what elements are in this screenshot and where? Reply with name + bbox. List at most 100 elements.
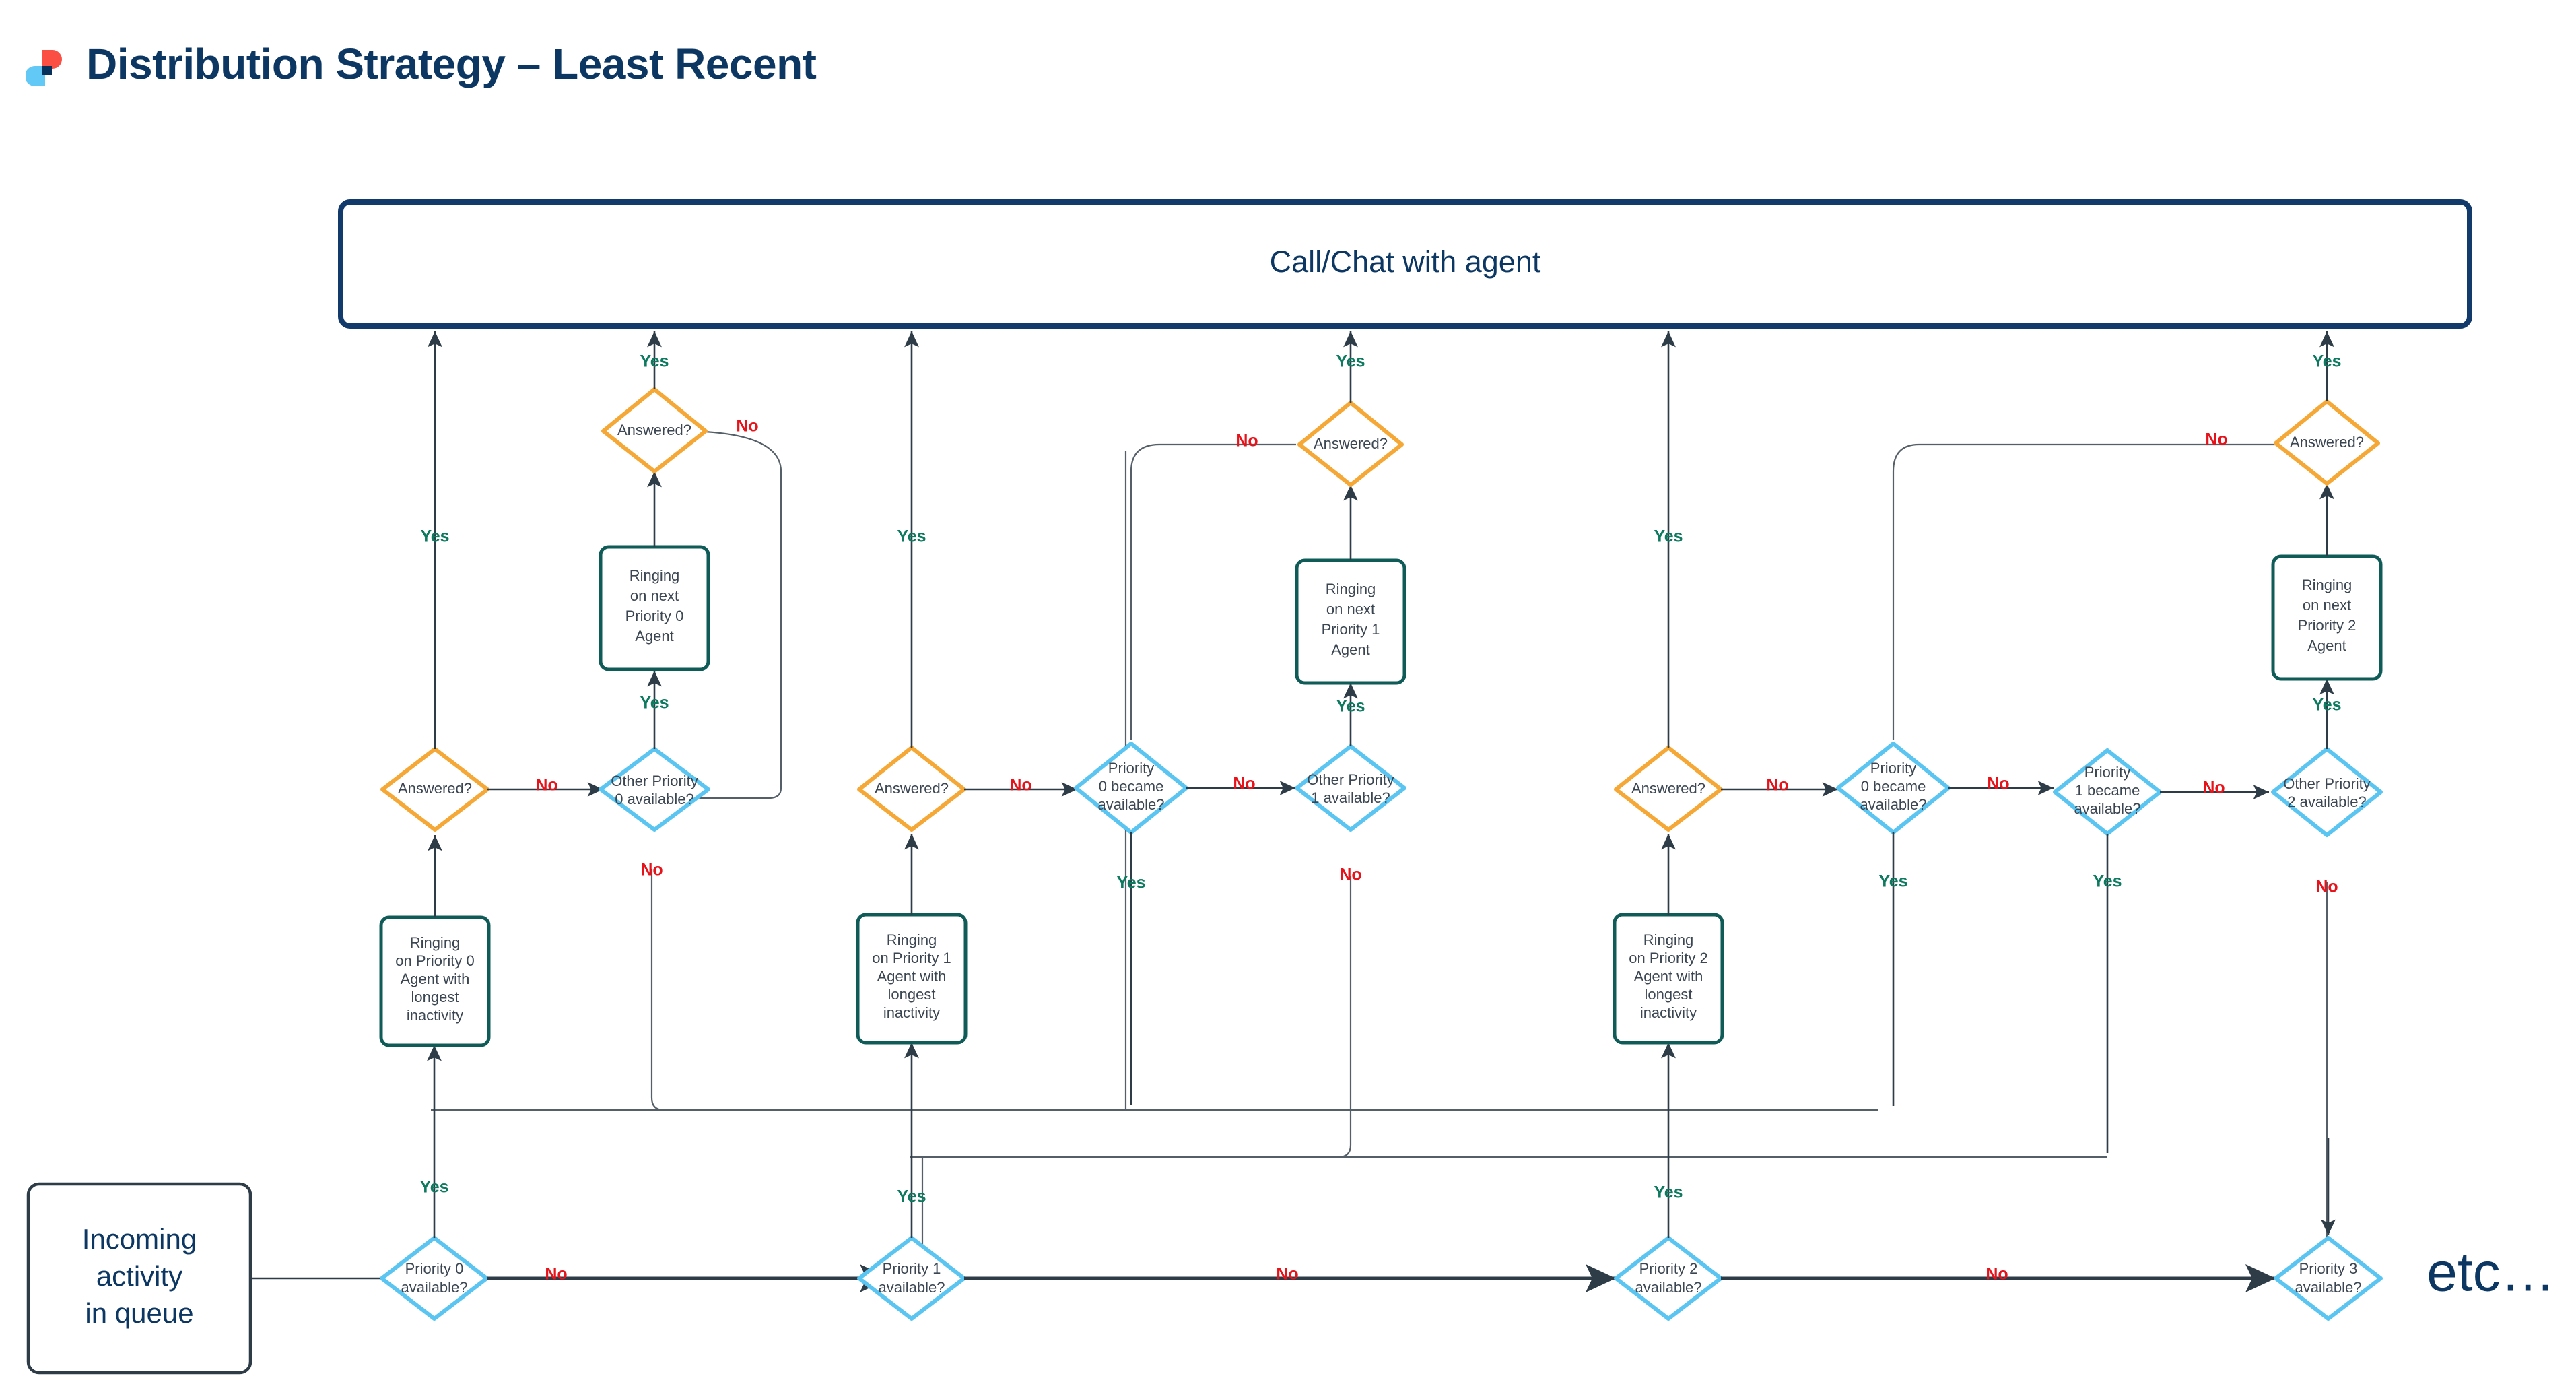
edge-label-yes: Yes (419, 1178, 448, 1197)
node-line: inactivity (883, 1004, 940, 1021)
edge-label-yes: Yes (1336, 352, 1365, 371)
edge-label-no: No (2202, 779, 2225, 797)
group-priority-2: Priority 2 available? No Yes Ringing on … (1613, 331, 2383, 1321)
edge-label-no: No (2315, 878, 2338, 896)
edge-label-no: No (1766, 776, 1788, 795)
node-line: Priority 2 (2298, 617, 2357, 634)
node-line: Answered? (1631, 780, 1705, 797)
node-ringing-next-p1: Ringing on next Priority 1 Agent (1295, 558, 1406, 685)
node-line: Ringing (410, 934, 461, 951)
node-line: 0 available? (615, 791, 693, 808)
node-line: inactivity (407, 1007, 463, 1024)
node-line: Ringing (2302, 577, 2352, 593)
node-ringing-next-p0: Ringing on next Priority 0 Agent (599, 545, 710, 671)
page-title: Distribution Strategy – Least Recent (86, 40, 817, 88)
banner-label: Call/Chat with agent (1270, 244, 1541, 279)
node-line: on Priority 1 (872, 950, 951, 966)
edge-label-no: No (535, 776, 557, 795)
node-line: Answered? (617, 422, 691, 438)
queue-line-1: Incoming (82, 1223, 197, 1255)
node-line: inactivity (1640, 1004, 1697, 1021)
node-line: Ringing (1643, 931, 1694, 948)
node-line: Priority 0 (405, 1260, 464, 1277)
queue-line-3: in queue (85, 1297, 193, 1329)
edge-label-yes: Yes (1336, 697, 1365, 716)
node-line: Priority 0 (625, 607, 684, 624)
node-priority1-became-available-r: Priority 1 became available? (2053, 748, 2162, 836)
edge-label-yes: Yes (2312, 696, 2341, 715)
edge-label-no: No (1233, 775, 1255, 793)
node-line: available? (1635, 1279, 1701, 1296)
edge-label-yes: Yes (1654, 527, 1683, 546)
node-line: Priority (1108, 760, 1154, 777)
edge-label-yes: Yes (1116, 874, 1145, 892)
edge-label-yes: Yes (1654, 1183, 1683, 1202)
edge-label-yes: Yes (640, 694, 669, 713)
node-line: available? (1860, 796, 1926, 813)
node-line: on next (630, 587, 679, 604)
node-line: Priority 3 (2299, 1260, 2358, 1277)
node-line: Ringing (630, 567, 680, 584)
node-line: Agent with (1634, 968, 1703, 985)
edge-label-no: No (736, 417, 758, 436)
edge-label-yes: Yes (897, 527, 926, 546)
node-answered-g0-lower: Answered? (380, 747, 489, 832)
edge-label-no: No (1987, 775, 2009, 793)
edge-label-no: No (1276, 1265, 1298, 1284)
routing-connectors (431, 430, 2328, 1273)
edge-label-yes: Yes (420, 527, 449, 546)
node-line: Ringing (1326, 581, 1376, 597)
node-line: available? (1097, 796, 1164, 813)
node-answered-g2-lower: Answered? (1614, 746, 1723, 832)
node-line: Agent (2307, 637, 2346, 654)
node-line: Other Priority (1307, 771, 1394, 788)
node-line: Priority 1 (1322, 621, 1380, 638)
node-line: Priority (2084, 764, 2130, 781)
node-line: 2 available? (2287, 793, 2366, 810)
edge-label-no: No (1235, 432, 1258, 451)
edge-label-yes: Yes (2312, 352, 2341, 371)
call-chat-banner: Call/Chat with agent (338, 199, 2472, 329)
node-answered-g0-upper: Answered? (601, 387, 708, 473)
group-priority-1: Priority 1 available? No Yes Ringing on … (856, 331, 1616, 1321)
page-header: Distribution Strategy – Least Recent (0, 0, 2576, 128)
node-line: Priority (1870, 760, 1916, 777)
node-line: on next (1326, 601, 1375, 618)
node-priority2-available: Priority 2 available? (1614, 1236, 1723, 1321)
node-line: Other Priority (611, 773, 698, 789)
incoming-queue-box: Incoming activity in queue (26, 1182, 412, 1375)
node-line: available? (2074, 800, 2140, 817)
node-line: on Priority 0 (395, 952, 474, 969)
etc-label: etc… (2427, 1242, 2555, 1303)
edge-label-yes: Yes (897, 1187, 926, 1206)
node-line: longest (411, 989, 459, 1006)
node-other-priority0-available: Other Priority 0 available? (599, 747, 710, 832)
node-line: Answered? (398, 780, 472, 797)
node-priority0-became-available-m: Priority 0 became available? (1074, 742, 1188, 834)
edge-label-no: No (545, 1265, 567, 1284)
node-ringing-p2-longest: Ringing on Priority 2 Agent with longest… (1613, 913, 1724, 1045)
node-line: Other Priority (2283, 775, 2371, 792)
node-line: Answered? (2290, 434, 2364, 451)
node-priority1-available: Priority 1 available? (857, 1236, 966, 1321)
edge-label-no: No (1009, 776, 1031, 795)
node-line: longest (888, 986, 936, 1003)
queue-line-2: activity (96, 1260, 182, 1292)
node-line: 0 became (1861, 778, 1926, 795)
node-line: available? (878, 1279, 945, 1296)
edge-label-no: No (1986, 1265, 2008, 1284)
edge-label-no: No (640, 861, 663, 880)
node-line: Agent (635, 628, 674, 645)
node-line: available? (2295, 1279, 2361, 1296)
node-line: Priority 1 (883, 1260, 941, 1277)
node-line: available? (401, 1279, 467, 1296)
edge-label-yes: Yes (640, 352, 669, 371)
node-line: Ringing (887, 931, 937, 948)
node-line: Answered? (875, 780, 949, 797)
node-other-priority2-available: Other Priority 2 available? (2271, 747, 2383, 837)
node-line: 1 became (2075, 782, 2140, 799)
node-line: Agent (1331, 641, 1370, 658)
node-answered-g2-upper: Answered? (2274, 399, 2380, 486)
node-priority0-available: Priority 0 available? (380, 1236, 489, 1321)
